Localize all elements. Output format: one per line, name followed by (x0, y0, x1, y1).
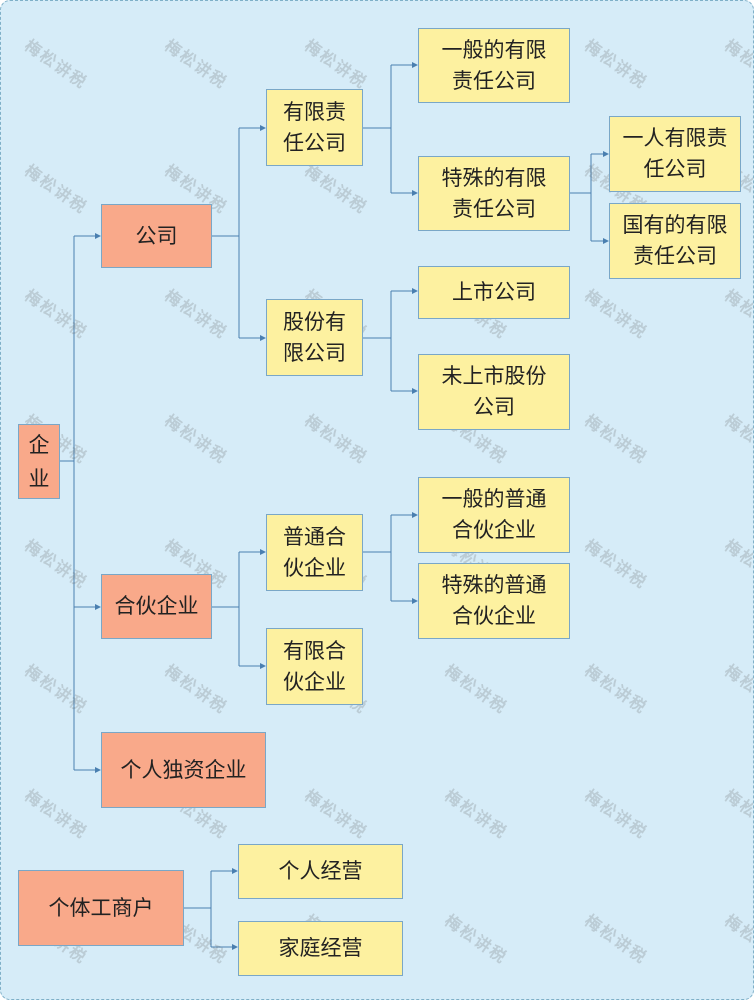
node-label: 上市公司 (452, 280, 536, 304)
node-label: 个人经营 (278, 859, 363, 883)
node-joint-stock: 股份有限公司 (266, 299, 363, 376)
node-label: 有限责任公司 (283, 99, 346, 155)
node-label: 未上市股份公司 (441, 364, 547, 419)
node-label: 特殊的有限责任公司 (441, 165, 547, 221)
node-label: 特殊的普通合伙企业 (441, 573, 547, 628)
node-partnership: 合伙企业 (101, 574, 212, 639)
node-label: 个体工商户 (48, 895, 154, 920)
node-sole-proprietorship: 个人独资企业 (101, 732, 266, 808)
node-enterprise: 企业 (18, 424, 60, 499)
node-label: 股份有限公司 (283, 309, 346, 365)
node-unlisted-joint-stock: 未上市股份公司 (418, 354, 570, 430)
node-ordinary-general-partnership: 一般的普通合伙企业 (418, 477, 570, 553)
node-label: 普通合伙企业 (283, 524, 346, 580)
node-label: 国有的有限责任公司 (622, 213, 728, 268)
node-company: 公司 (101, 204, 212, 268)
node-individual-operation: 个人经营 (238, 844, 403, 899)
node-limited-partnership: 有限合伙企业 (266, 628, 363, 705)
node-individual-business: 个体工商户 (18, 870, 184, 946)
node-label: 一般的有限责任公司 (441, 37, 547, 93)
node-general-llc: 一般的有限责任公司 (418, 28, 570, 103)
node-family-operation: 家庭经营 (238, 921, 403, 976)
node-llc: 有限责任公司 (266, 89, 363, 166)
node-label: 一人有限责任公司 (622, 126, 728, 181)
node-label: 家庭经营 (278, 936, 363, 960)
node-label: 个人独资企业 (120, 757, 247, 782)
node-label: 公司 (135, 223, 178, 248)
node-listed: 上市公司 (418, 266, 570, 319)
node-label: 有限合伙企业 (283, 638, 346, 694)
node-special-general-partnership: 特殊的普通合伙企业 (418, 563, 570, 639)
node-special-llc: 特殊的有限责任公司 (418, 156, 570, 231)
node-general-partnership: 普通合伙企业 (266, 514, 363, 591)
node-label: 一般的普通合伙企业 (441, 487, 547, 542)
node-state-owned-llc: 国有的有限责任公司 (609, 203, 741, 279)
node-label: 企业 (28, 432, 50, 491)
node-single-person-llc: 一人有限责任公司 (609, 116, 741, 192)
node-label: 合伙企业 (114, 594, 199, 618)
